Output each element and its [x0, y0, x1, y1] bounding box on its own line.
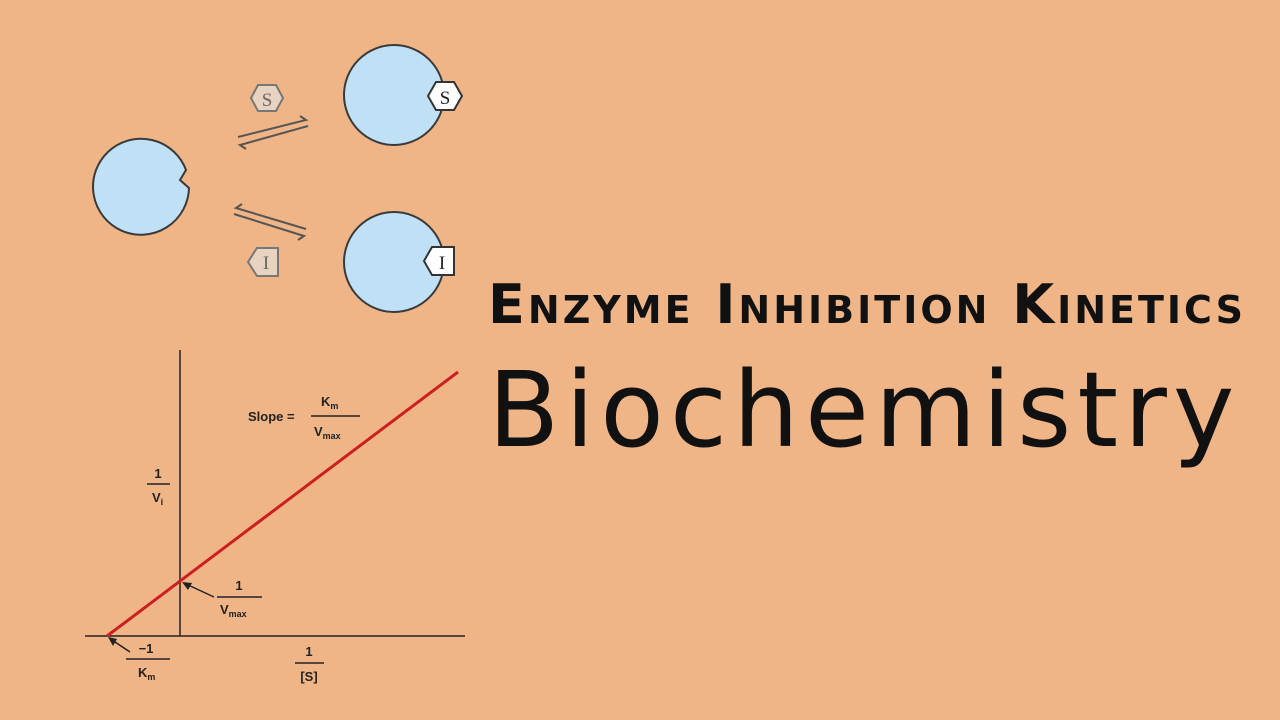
- y-intercept-numerator: 1: [235, 578, 242, 593]
- free-enzyme: [92, 137, 191, 236]
- title-biochemistry: Biochemistry: [488, 349, 1241, 471]
- bound-substrate-hexagon: [426, 81, 464, 111]
- slope-denominator: Vmax: [314, 424, 341, 441]
- equilibrium-arrows-substrate: [237, 115, 309, 150]
- slope-numerator: Km: [321, 394, 338, 411]
- lineweaver-burk-plot: Slope = Km Vmax 1 Vi 1 Vmax −1 Km 1 [S]: [85, 350, 465, 684]
- enzyme-inhibitor-complex: I: [343, 211, 455, 313]
- x-intercept-numerator: −1: [139, 641, 154, 656]
- plot-line: [106, 370, 459, 638]
- enzyme-substrate-complex: S: [343, 44, 464, 146]
- equilibrium-arrows-inhibitor: [233, 203, 307, 241]
- bound-substrate-label: S: [440, 88, 451, 109]
- substrate-molecule: S: [249, 84, 285, 112]
- y-intercept-arrowhead: [182, 582, 192, 590]
- inhibitor-label: I: [263, 253, 269, 274]
- substrate-label: S: [262, 90, 273, 111]
- y-intercept-denominator: Vmax: [220, 602, 247, 619]
- x-axis-label-numerator: 1: [305, 644, 312, 659]
- x-axis-label-denominator: [S]: [300, 669, 317, 684]
- title-enzyme-inhibition-kinetics: Enzyme Inhibition Kinetics: [488, 273, 1247, 336]
- bound-inhibitor-shape: [422, 246, 455, 276]
- inhibitor-shape: [246, 247, 279, 277]
- free-enzyme-body: [92, 137, 191, 236]
- y-axis-label-numerator: 1: [154, 466, 161, 481]
- x-intercept-denominator: Km: [138, 665, 155, 682]
- y-axis-label-denominator: Vi: [152, 490, 163, 507]
- substrate-hexagon: [249, 84, 285, 112]
- inhibitor-molecule: I: [246, 247, 279, 277]
- bound-inhibitor-label: I: [439, 253, 445, 274]
- slope-label: Slope =: [248, 409, 295, 424]
- y-intercept-pointer: [185, 583, 215, 598]
- x-intercept-arrowhead: [108, 637, 117, 646]
